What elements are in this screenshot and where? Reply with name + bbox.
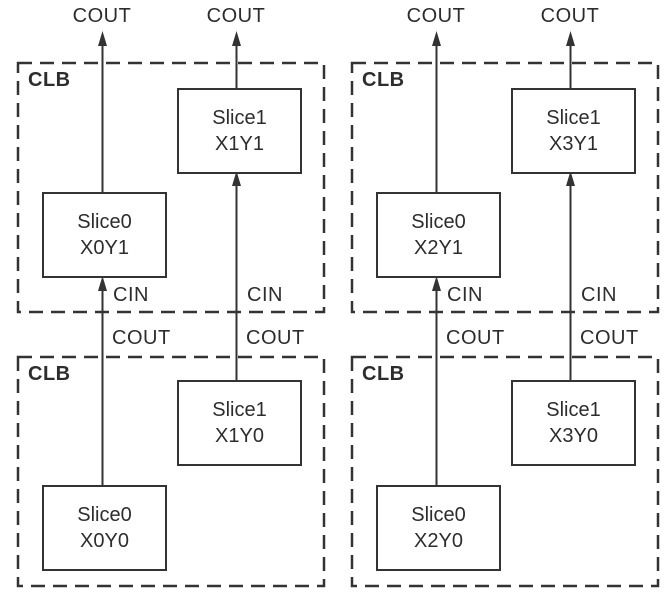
arrowhead-up-icon	[566, 31, 575, 46]
clb-dashed-border-top-left	[16, 61, 326, 314]
clb-title-bottom-left: CLB	[28, 363, 71, 385]
slice-location: X1Y0	[215, 425, 264, 447]
cout-label-top: COUT	[540, 5, 600, 27]
slice-name: Slice1	[212, 107, 267, 129]
slice-location: X0Y0	[80, 530, 129, 552]
carry-chain-x3	[566, 31, 575, 380]
cout-label-mid: COUT	[246, 327, 305, 349]
slice-location: X3Y0	[549, 425, 598, 447]
slice-box-x0y0: Slice0 X0Y0	[42, 485, 167, 571]
cout-label-mid: COUT	[580, 327, 639, 349]
clb-dashed-border-bottom-right	[350, 355, 660, 588]
clb-dashed-border-bottom-left	[16, 355, 326, 588]
slice-box-x3y1: Slice1 X3Y1	[511, 88, 636, 174]
slice-name: Slice1	[546, 107, 601, 129]
arrowhead-up-icon	[98, 31, 107, 46]
slice-name: Slice0	[77, 504, 132, 526]
cout-label-top: COUT	[72, 5, 132, 27]
cin-label: CIN	[247, 284, 283, 306]
cout-label-mid: COUT	[446, 327, 505, 349]
cout-label-top: COUT	[406, 5, 466, 27]
cout-label-top: COUT	[206, 5, 266, 27]
cin-label: CIN	[113, 284, 149, 306]
slice-name: Slice1	[212, 399, 267, 421]
carry-chain-x1	[232, 31, 241, 380]
cout-label-mid: COUT	[112, 327, 171, 349]
clb-title-top-left: CLB	[28, 69, 71, 91]
slice-location: X2Y0	[414, 530, 463, 552]
cin-label: CIN	[581, 284, 617, 306]
slice-box-x1y0: Slice1 X1Y0	[177, 380, 302, 466]
arrowhead-up-icon	[432, 31, 441, 46]
slice-name: Slice0	[77, 211, 132, 233]
slice-location: X3Y1	[549, 133, 598, 155]
slice-box-x2y1: Slice0 X2Y1	[376, 192, 501, 278]
clb-title-bottom-right: CLB	[362, 363, 405, 385]
carry-chain-x0	[98, 31, 107, 485]
slice-location: X0Y1	[80, 237, 129, 259]
slice-box-x0y1: Slice0 X0Y1	[42, 192, 167, 278]
arrowhead-up-icon	[232, 31, 241, 46]
cin-label: CIN	[447, 284, 483, 306]
clb-dashed-border-top-right	[350, 61, 660, 314]
slice-location: X2Y1	[414, 237, 463, 259]
arrowhead-up-icon	[432, 276, 441, 291]
slice-box-x1y1: Slice1 X1Y1	[177, 88, 302, 174]
slice-name: Slice1	[546, 399, 601, 421]
slice-name: Slice0	[411, 504, 466, 526]
slice-name: Slice0	[411, 211, 466, 233]
arrowhead-up-icon	[232, 171, 241, 186]
slice-box-x3y0: Slice1 X3Y0	[511, 380, 636, 466]
arrowhead-up-icon	[566, 171, 575, 186]
slice-location: X1Y1	[215, 133, 264, 155]
clb-title-top-right: CLB	[362, 69, 405, 91]
arrowhead-up-icon	[98, 276, 107, 291]
slice-box-x2y0: Slice0 X2Y0	[376, 485, 501, 571]
carry-chain-x2	[432, 31, 441, 485]
